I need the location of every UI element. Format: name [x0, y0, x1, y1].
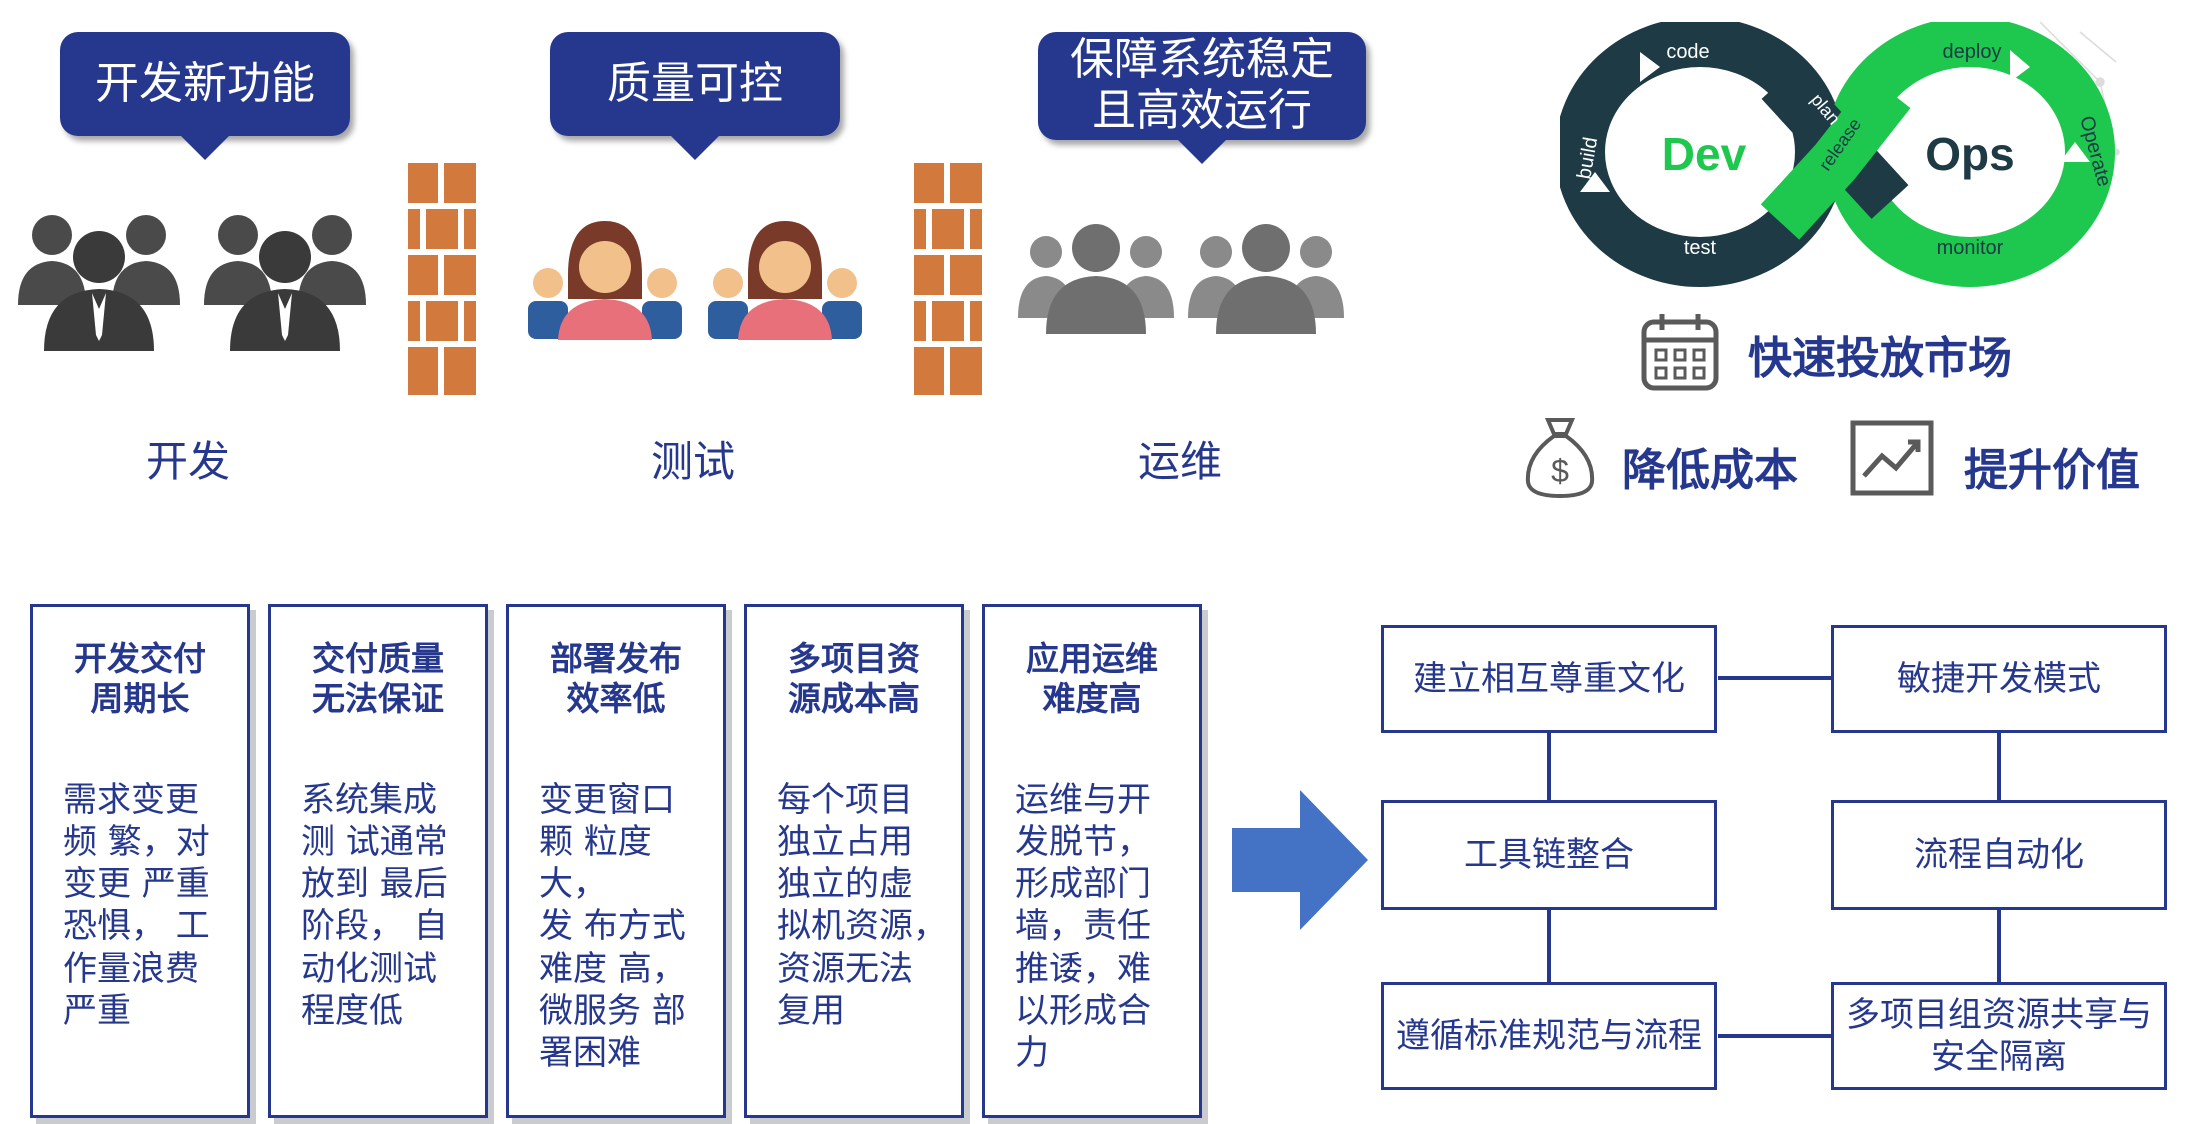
connector-line: [1997, 910, 2001, 982]
bubble-text-line: 保障系统稳定: [1070, 34, 1334, 86]
solution-culture: 建立相互尊重文化: [1381, 625, 1717, 733]
right-arrow-icon: [1232, 790, 1368, 930]
solution-standards: 遵循标准规范与流程: [1381, 982, 1717, 1090]
logo-label: monitor: [1937, 237, 2004, 259]
bubble-tail: [1176, 138, 1228, 164]
bubble-quality-control: 质量可控: [550, 32, 840, 160]
solution-resource-sharing: 多项目组资源共享与安全隔离: [1831, 982, 2167, 1090]
bubble-stable-operations: 保障系统稳定 且高效运行: [1038, 32, 1366, 164]
bubble-text-line: 且高效运行: [1092, 85, 1312, 136]
stage-label-operate: 运维: [1137, 437, 1222, 486]
stage-label-test: 测试: [650, 437, 735, 486]
bubble-text: 质量可控: [607, 57, 783, 109]
logo-label: code: [1666, 41, 1709, 63]
tester-group-icon: [528, 221, 682, 340]
bubble-tail: [669, 134, 721, 160]
benefit-reduce-cost: 降低成本: [1622, 445, 1798, 496]
benefit-increase-value: 提升价值: [1964, 445, 2140, 496]
problem-card-body: 系统集成 测 试通常 放到 最后 阶段， 自 动化测试 程度低: [301, 780, 448, 1031]
logo-label: deploy: [1943, 41, 2002, 63]
ops-group-icon: [1188, 224, 1344, 334]
solution-toolchain: 工具链整合: [1381, 800, 1717, 910]
connector-line: [1718, 1034, 1832, 1038]
problem-card-delivery-cycle: 开发交付 周期长 需求变更 频 繁，对 变更 严重 恐惧， 工 作量浪费 严重: [30, 604, 250, 1118]
money-bag-icon: $: [1525, 418, 1595, 499]
developer-group-icon: [204, 215, 366, 351]
brick-wall-icon: [408, 163, 476, 395]
solution-automation: 流程自动化: [1831, 800, 2167, 910]
stage-label-develop: 开发: [145, 437, 230, 486]
problem-card-operations: 应用运维 难度高 运维与开 发脱节， 形成部门 墙，责任 推诿，难 以形成合 力: [982, 604, 1202, 1118]
svg-text:$: $: [1551, 453, 1569, 489]
bubble-text: 开发新功能: [95, 57, 315, 109]
problem-card-body: 变更窗口 颗 粒度大， 发 布方式 难度 高， 微服务 部 署困难: [539, 780, 686, 1073]
logo-ops-text: Ops: [1925, 128, 2014, 180]
problem-card-deployment: 部署发布 效率低 变更窗口 颗 粒度大， 发 布方式 难度 高， 微服务 部 署…: [506, 604, 726, 1118]
developer-group-icon: [18, 215, 180, 351]
problem-card-title: 交付质量 无法保证: [312, 639, 444, 719]
problem-card-body: 每个项目 独立占用 独立的虚 拟机资源， 资源无法 复用: [777, 780, 947, 1031]
problem-card-title: 部署发布 效率低: [550, 639, 682, 719]
bubble-develop-features: 开发新功能: [60, 32, 350, 160]
devops-infinity-logo: code plan release deploy build test moni…: [1560, 22, 2120, 287]
ops-group-icon: [1018, 224, 1174, 334]
connector-line: [1547, 730, 1551, 802]
connector-line: [1997, 730, 2001, 802]
connector-line: [1547, 910, 1551, 982]
problem-card-resource-cost: 多项目资 源成本高 每个项目 独立占用 独立的虚 拟机资源， 资源无法 复用: [744, 604, 964, 1118]
bubble-tail: [179, 134, 231, 160]
calendar-icon: [1641, 314, 1719, 391]
connector-line: [1718, 676, 1832, 680]
problem-card-title: 开发交付 周期长: [74, 639, 206, 719]
bubble-text-group: 保障系统稳定 且高效运行: [1070, 35, 1334, 136]
logo-label: test: [1684, 237, 1717, 259]
problem-card-title: 应用运维 难度高: [1026, 639, 1158, 719]
problem-card-title: 多项目资 源成本高: [788, 639, 920, 719]
tester-group-icon: [708, 221, 862, 340]
solution-agile: 敏捷开发模式: [1831, 625, 2167, 733]
logo-dev-text: Dev: [1662, 128, 1747, 180]
benefit-fast-market: 快速投放市场: [1748, 333, 2012, 384]
problem-card-body: 运维与开 发脱节， 形成部门 墙，责任 推诿，难 以形成合 力: [1015, 780, 1151, 1073]
problem-card-body: 需求变更 频 繁，对 变更 严重 恐惧， 工 作量浪费 严重: [63, 780, 210, 1031]
brick-wall-icon: [914, 163, 982, 395]
problem-card-quality: 交付质量 无法保证 系统集成 测 试通常 放到 最后 阶段， 自 动化测试 程度…: [268, 604, 488, 1118]
trend-chart-icon: [1850, 420, 1934, 496]
